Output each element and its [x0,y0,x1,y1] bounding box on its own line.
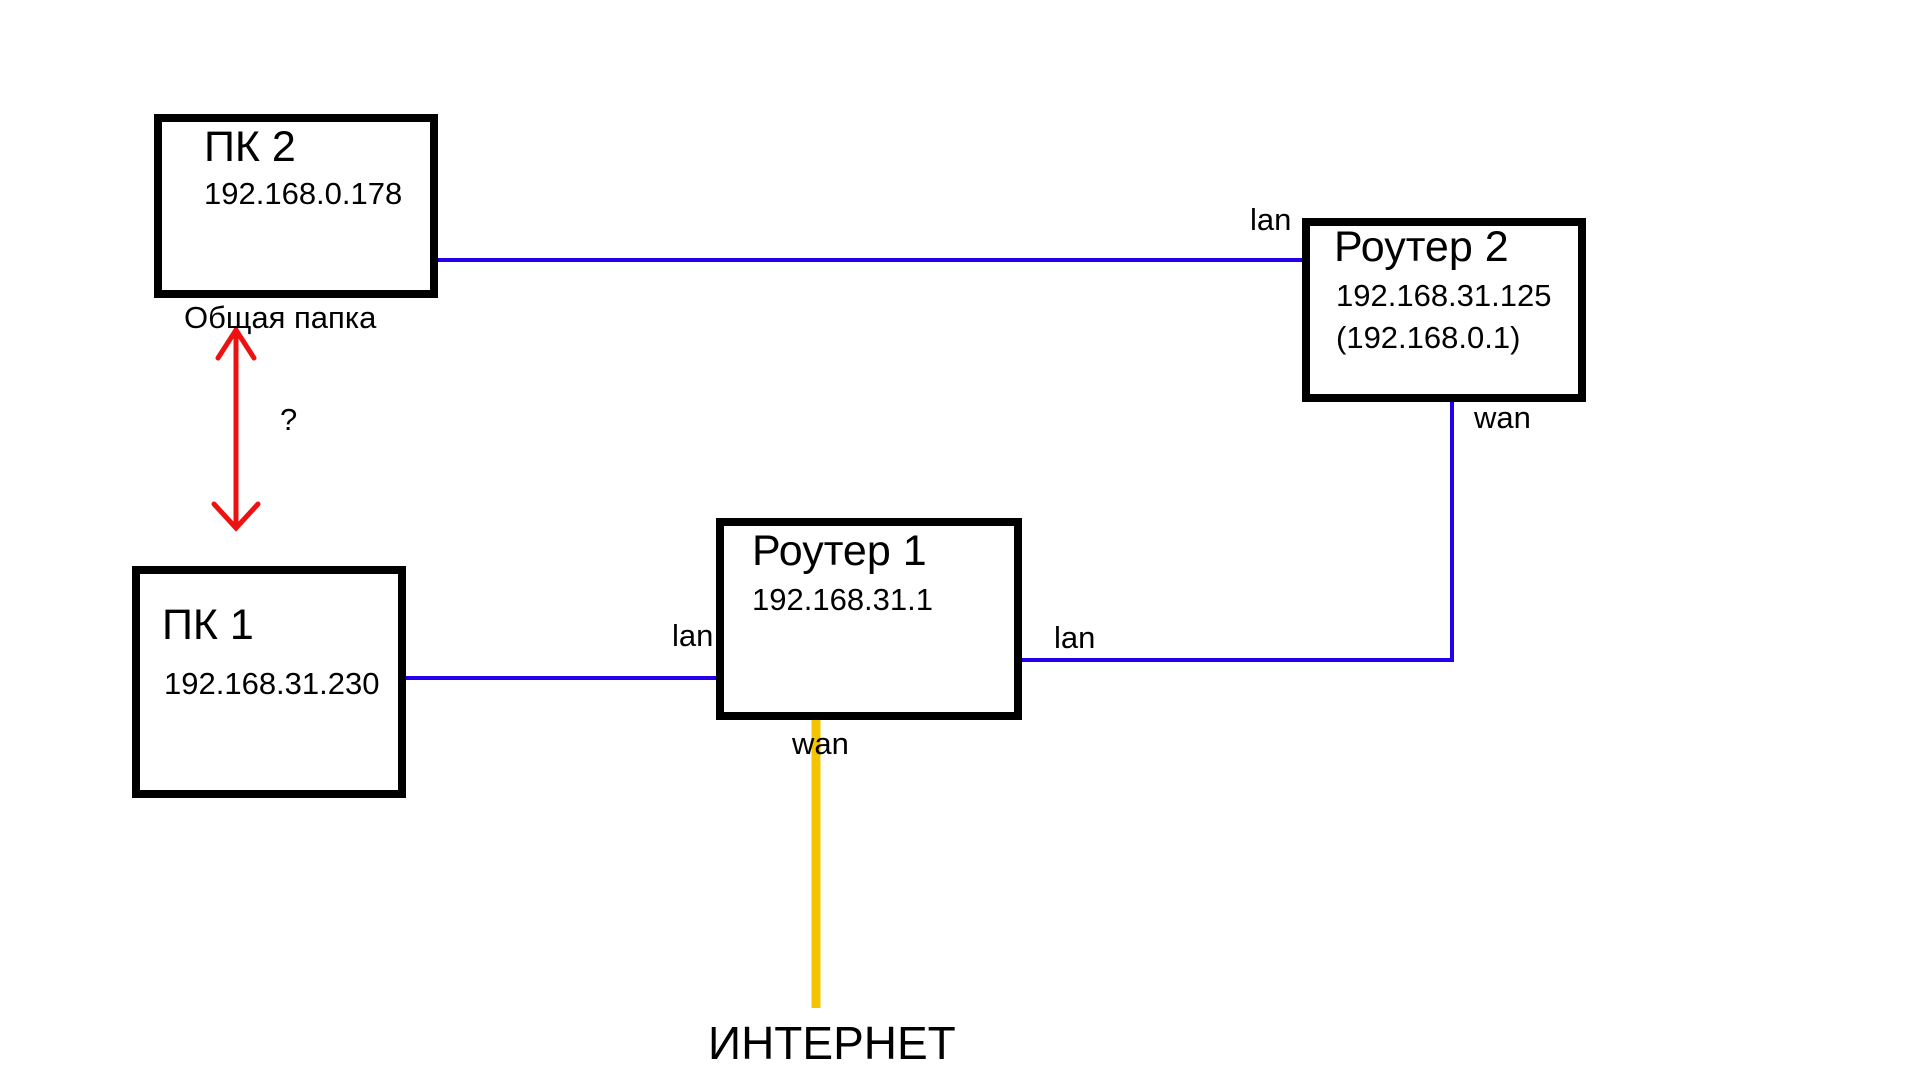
router1-lan-right-label: lan [1054,620,1096,655]
pc2-box [154,114,438,298]
pc1-ip: 192.168.31.230 [164,666,380,701]
shared-folder-access-arrow [211,325,261,532]
router2-ip-alt: (192.168.0.1) [1336,320,1521,355]
router2-ip: 192.168.31.125 [1336,278,1552,313]
router2-box [1302,218,1586,402]
router1-wan-label: wan [792,726,849,761]
router1-box [716,518,1022,720]
pc2-title: ПК 2 [204,123,296,171]
pc1-title: ПК 1 [162,601,254,649]
router2-wan-label: wan [1474,400,1531,435]
question-mark: ? [280,402,298,437]
internet-label: ИНТЕРНЕТ [708,1017,956,1069]
router2-wan-router1-lan-link [1016,396,1454,662]
router1-title: Роутер 1 [752,527,927,575]
pc2-shared-folder-label: Общая папка [184,300,377,335]
router1-lan-left-label: lan [672,618,714,653]
pc1-box [132,566,406,798]
router2-lan-label: lan [1250,202,1292,237]
pc2-ip: 192.168.0.178 [204,176,403,211]
router2-title: Роутер 2 [1334,223,1509,271]
router1-ip: 192.168.31.1 [752,582,934,617]
